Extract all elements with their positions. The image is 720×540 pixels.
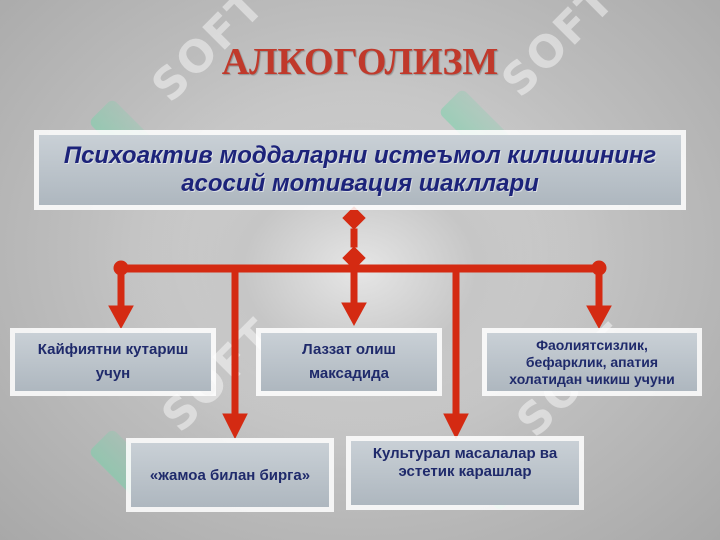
branch-line-mood xyxy=(117,271,125,309)
connector-diamond-top xyxy=(342,206,366,230)
node-escape-line3: холатидан чикиш учуни xyxy=(509,370,675,387)
branch-line-pleasure xyxy=(350,268,358,306)
node-mood: Кайфиятни кутариш учун xyxy=(10,328,216,396)
node-pleasure-line2: максадида xyxy=(308,365,390,382)
node-group: «жамоа билан бирга» xyxy=(126,438,334,512)
main-concept-line2: асосий мотивация шакллари xyxy=(181,170,539,197)
arrow-pleasure xyxy=(341,302,367,327)
node-escape-line1: Фаолиятсизлик, xyxy=(536,336,648,353)
node-culture-line2: эстетик карашлар xyxy=(398,463,532,480)
node-mood-line2: учун xyxy=(95,365,131,382)
arrow-escape xyxy=(586,305,612,330)
connector-bus xyxy=(120,264,600,273)
node-group-line1: «жамоа билан бирга» xyxy=(149,466,311,484)
arrow-mood xyxy=(108,305,134,330)
node-mood-line1: Кайфиятни кутариш xyxy=(37,341,189,358)
main-concept-line1: Психоактив моддаларни истеъмол килишинин… xyxy=(63,142,657,169)
branch-line-group xyxy=(231,271,239,417)
node-pleasure-line1: Лаззат олиш xyxy=(302,341,396,358)
branch-line-escape xyxy=(595,271,603,309)
node-pleasure: Лаззат олиш максадида xyxy=(256,328,442,396)
connector-stem xyxy=(350,228,358,248)
node-culture-line1: Культурал масалалар ва xyxy=(372,445,558,462)
arrow-culture xyxy=(443,413,469,440)
branch-line-culture xyxy=(452,271,460,417)
node-escape-line2: бефарклик, апатия xyxy=(525,353,659,370)
page-title: АЛКОГОЛИЗМ xyxy=(221,41,499,83)
node-escape: Фаолиятсизлик, бефарклик, апатия холатид… xyxy=(482,328,702,396)
node-culture: Культурал масалалар ва эстетик карашлар xyxy=(346,436,584,510)
main-concept-box: Психоактив моддаларни истеъмол килишинин… xyxy=(34,130,686,210)
arrow-group xyxy=(222,413,248,440)
